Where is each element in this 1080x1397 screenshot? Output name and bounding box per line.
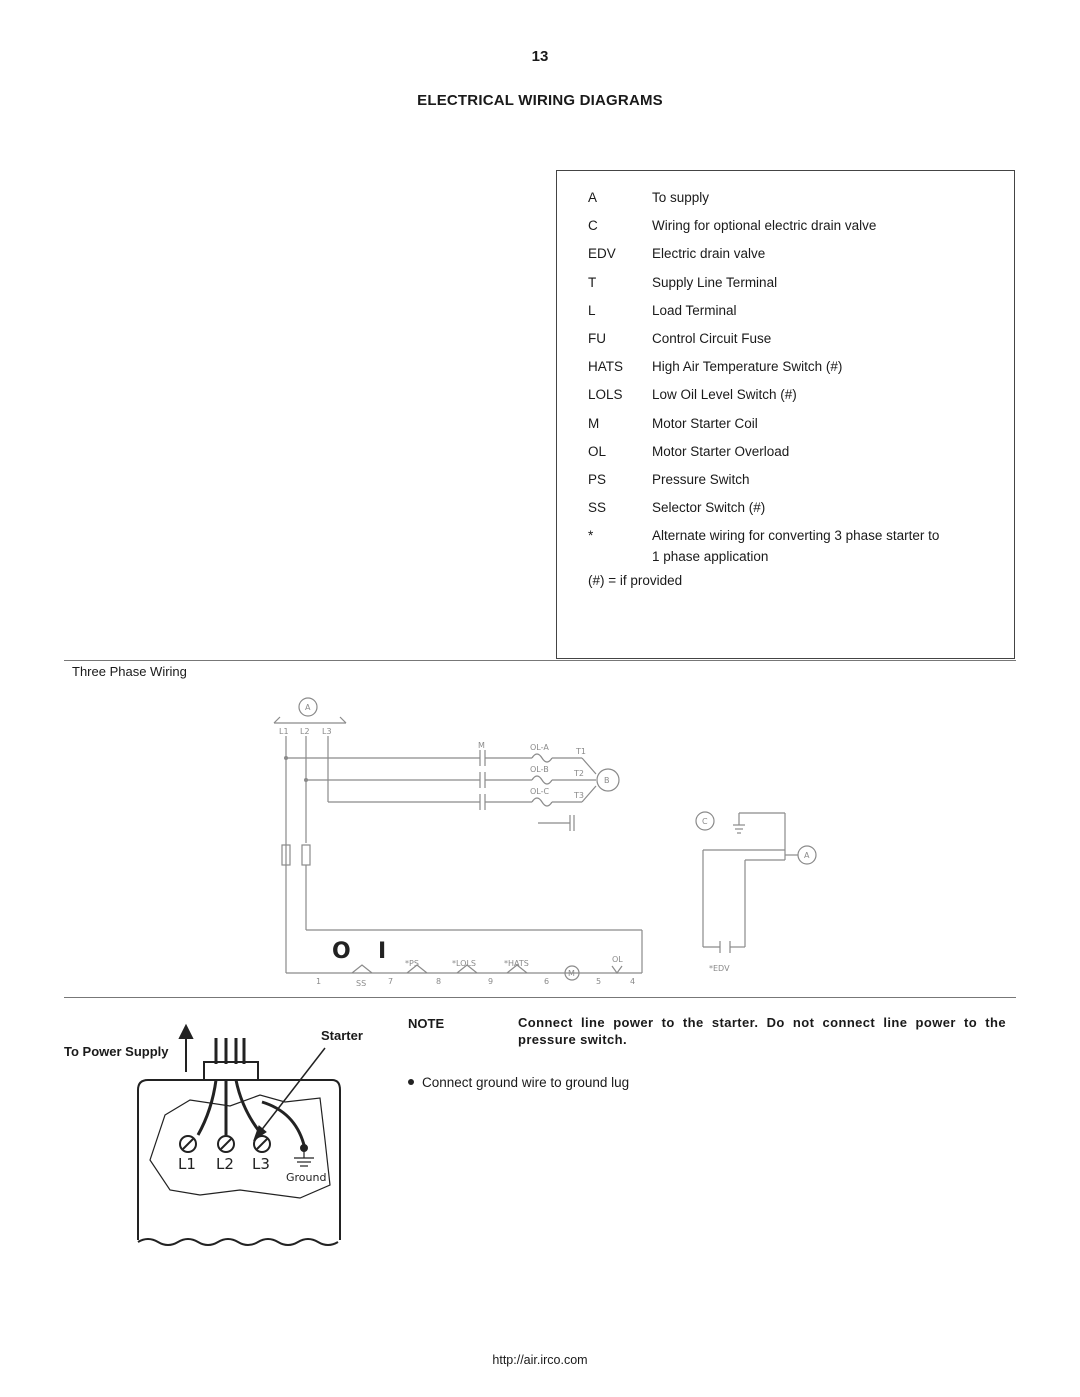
legend-code: A (588, 190, 598, 205)
power-supply-label: To Power Supply (64, 1044, 169, 1059)
legend-desc: Wiring for optional electric drain valve (652, 218, 877, 234)
control-label: M (568, 969, 575, 978)
control-label: *HATS (504, 959, 529, 968)
selector-on-symbol: I (378, 939, 386, 964)
terminal-l3-label: L3 (252, 1155, 270, 1173)
drain-a-label: A (804, 851, 810, 860)
node-number: 6 (544, 977, 549, 986)
legend-code: OL (588, 443, 607, 459)
legend-code: EDV (588, 246, 616, 262)
line-label: L1 (279, 727, 289, 736)
motor-label: B (604, 776, 610, 785)
node-number: 9 (488, 977, 493, 986)
control-label: SS (356, 979, 366, 988)
node-number: 5 (596, 977, 601, 986)
terminal-label: T1 (575, 747, 586, 756)
legend-code: SS (588, 500, 607, 516)
edv-label: *EDV (709, 964, 730, 973)
legend-desc: Electric drain valve (652, 246, 766, 262)
selector-off-symbol: O (332, 939, 351, 964)
legend-desc: Load Terminal (652, 302, 737, 318)
contactor-label: M (478, 741, 485, 750)
starter-label: Starter (321, 1028, 363, 1043)
legend-code: LOLS (588, 387, 623, 403)
note-text: Connect line power to the starter. Do no… (518, 1015, 1006, 1047)
node-number: 8 (436, 977, 441, 986)
legend-desc: Alternate wiring for converting 3 phase … (652, 525, 982, 567)
legend-desc: Motor Starter Coil (652, 415, 758, 431)
line-label: L3 (322, 727, 332, 736)
terminal-l1-label: L1 (178, 1155, 196, 1173)
legend-code: M (588, 415, 600, 431)
legend-desc: Low Oil Level Switch (#) (652, 387, 797, 403)
drain-valve-wiring-diagram: C A *EDV (695, 811, 817, 973)
legend-code: L (588, 302, 596, 318)
note-bullet-text: Connect ground wire to ground lug (422, 1075, 630, 1090)
node-number: 7 (388, 977, 393, 986)
legend-code: FU (588, 331, 606, 346)
legend-desc-line1: Alternate wiring for converting 3 phase … (652, 528, 940, 543)
legend-desc: Supply Line Terminal (652, 274, 778, 290)
diagram-caption: Three Phase Wiring (72, 664, 187, 679)
legend-desc: Control Circuit Fuse (652, 331, 772, 346)
control-label: *LOLS (452, 959, 476, 968)
divider (64, 997, 1016, 998)
legend-desc: High Air Temperature Switch (#) (652, 359, 843, 375)
note-label: NOTE (408, 1016, 445, 1031)
drain-c-label: C (702, 817, 708, 826)
bullet-icon (408, 1079, 414, 1086)
terminal-label: T2 (573, 769, 584, 778)
node-number: 4 (630, 977, 635, 986)
overload-label: OL-B (530, 765, 549, 774)
terminal-label: T3 (573, 791, 584, 800)
legend-code: C (588, 218, 598, 234)
footer-url: http://air.irco.com (492, 1353, 588, 1367)
legend-code: PS (588, 472, 607, 487)
control-label: *PS (405, 959, 419, 968)
legend-code: T (588, 274, 597, 290)
legend-desc-line2: 1 phase application (652, 549, 769, 564)
note-bullet: Connect ground wire to ground lug (408, 1075, 629, 1090)
node-number: 1 (316, 977, 321, 986)
legend-desc: Pressure Switch (652, 472, 750, 487)
three-phase-wiring-diagram: A L1 L2 L3 M OL-A OL-B OL-C T1 T2 T3 B S… (273, 697, 643, 988)
page-number: 13 (531, 48, 549, 65)
overload-label: OL-A (530, 743, 549, 752)
starter-illustration: L1 L2 L3 Ground (137, 1023, 341, 1246)
legend-code: HATS (588, 359, 624, 375)
ground-label: Ground (286, 1171, 326, 1184)
overload-label: OL-C (530, 787, 550, 796)
control-label: OL (612, 955, 623, 964)
supply-label: A (305, 703, 311, 712)
legend-code: * (588, 528, 594, 543)
line-label: L2 (300, 727, 310, 736)
legend-footnote: (#) = if provided (588, 573, 683, 588)
legend-desc: Motor Starter Overload (652, 443, 790, 459)
legend-desc: Selector Switch (#) (652, 500, 766, 516)
terminal-l2-label: L2 (216, 1155, 234, 1173)
page-title: ELECTRICAL WIRING DIAGRAMS (417, 92, 663, 109)
legend-desc: To supply (652, 190, 710, 205)
divider (64, 660, 1016, 661)
